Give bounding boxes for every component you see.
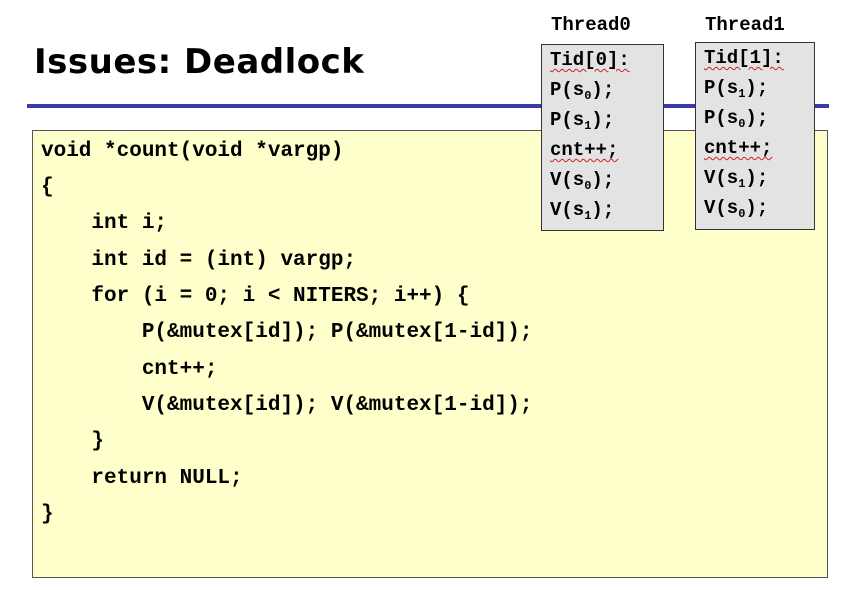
thread1-op: V(s0); [704,197,769,221]
title-divider [27,104,829,108]
slide-title: Issues: Deadlock [34,42,365,82]
code-line: V(&mutex[id]); V(&mutex[1-id]); [41,394,533,417]
code-line: P(&mutex[id]); P(&mutex[1-id]); [41,321,533,344]
thread0-tid: Tid[0]: [550,49,630,71]
thread0-op: V(s0); [550,169,615,193]
code-line: { [41,176,54,199]
thread1-op: V(s1); [704,167,769,191]
thread1-label: Thread1 [705,14,785,36]
code-line: for (i = 0; i < NITERS; i++) { [41,285,470,308]
thread1-op: cnt++; [704,137,773,159]
thread0-op: V(s1); [550,199,615,223]
thread1-tid: Tid[1]: [704,47,784,69]
code-line: return NULL; [41,467,243,490]
thread0-label: Thread0 [551,14,631,36]
thread0-op: P(s1); [550,109,615,133]
thread0-op: cnt++; [550,139,619,161]
thread0-op: P(s0); [550,79,615,103]
thread1-op: P(s1); [704,77,769,101]
code-line: } [41,503,54,526]
code-line: int i; [41,212,168,235]
code-line: cnt++; [41,358,218,381]
thread0-box: Tid[0]: P(s0); P(s1); cnt++; V(s0); V(s1… [541,44,664,231]
thread1-box: Tid[1]: P(s1); P(s0); cnt++; V(s1); V(s0… [695,42,815,230]
code-line: void *count(void *vargp) [41,140,344,163]
thread1-op: P(s0); [704,107,769,131]
code-line: } [41,430,105,453]
code-line: int id = (int) vargp; [41,249,357,272]
